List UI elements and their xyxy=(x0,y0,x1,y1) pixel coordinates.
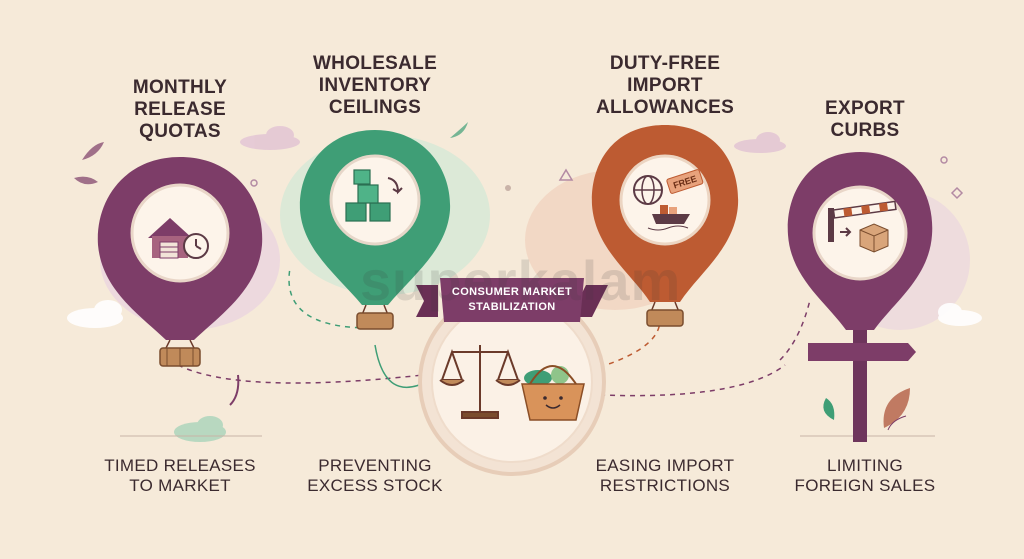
ribbon-line-1: CONSUMER MARKET xyxy=(451,286,573,298)
title-line: CURBS xyxy=(830,120,900,141)
title-line: DUTY-FREE xyxy=(609,53,721,74)
caption-line: FOREIGN SALES xyxy=(794,476,936,495)
title-line: INVENTORY xyxy=(318,75,432,96)
title-monthly-release-quotas: MONTHLY RELEASE QUOTAS xyxy=(90,77,270,143)
caption-line: LIMITING xyxy=(826,456,904,475)
title-export-curbs: EXPORT CURBS xyxy=(775,98,955,142)
center-ribbon-label: CONSUMER MARKET STABILIZATION xyxy=(0,285,1024,315)
balloon-monthly-release-quotas xyxy=(97,157,263,367)
stacked-boxes-icon xyxy=(345,169,403,222)
title-duty-free-import-allowances: DUTY-FREE IMPORT ALLOWANCES xyxy=(575,53,755,119)
watermark-text: superkalam xyxy=(360,249,682,312)
barrier-box-icon xyxy=(828,200,897,253)
caption-line: PREVENTING xyxy=(318,456,432,475)
balance-scale-icon xyxy=(439,345,521,419)
balloon-wholesale-inventory-ceilings xyxy=(299,130,451,330)
title-line: MONTHLY xyxy=(132,77,228,98)
ribbon-line-2: STABILIZATION xyxy=(468,301,556,313)
title-line: IMPORT xyxy=(627,75,703,96)
caption-preventing-excess-stock: PREVENTING EXCESS STOCK xyxy=(275,456,475,496)
caption-line: EXCESS STOCK xyxy=(307,476,443,495)
title-line: RELEASE xyxy=(134,99,226,120)
globe-ship-free-tag-icon: FREE xyxy=(633,169,704,231)
caption-line: TO MARKET xyxy=(129,476,231,495)
title-wholesale-inventory-ceilings: WHOLESALE INVENTORY CEILINGS xyxy=(285,53,465,119)
consumer-market-stabilization xyxy=(416,278,608,476)
caption-limiting-foreign-sales: LIMITING FOREIGN SALES xyxy=(765,456,965,496)
title-line: CEILINGS xyxy=(328,97,422,118)
caption-line: EASING IMPORT xyxy=(595,456,735,475)
title-line: QUOTAS xyxy=(139,121,221,142)
balloon-duty-free-import-allowances: FREE xyxy=(591,125,739,327)
caption-timed-releases: TIMED RELEASES TO MARKET xyxy=(80,456,280,496)
smiling-basket-icon xyxy=(521,365,585,421)
title-line: EXPORT xyxy=(825,98,905,119)
title-line: ALLOWANCES xyxy=(595,97,735,118)
title-line: WHOLESALE xyxy=(312,53,438,74)
caption-line: RESTRICTIONS xyxy=(599,476,731,495)
warehouse-clock-icon xyxy=(148,218,209,259)
balloon-export-curbs xyxy=(787,152,933,442)
ribbon-banner xyxy=(416,278,608,322)
caption-line: TIMED RELEASES xyxy=(104,456,256,475)
caption-easing-import-restrictions: EASING IMPORT RESTRICTIONS xyxy=(565,456,765,496)
